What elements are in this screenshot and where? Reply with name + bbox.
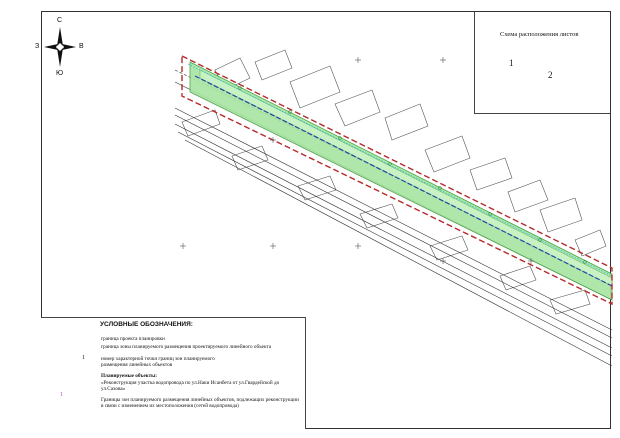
inset-title: Схема расположения листов	[500, 31, 579, 38]
legend-title: УСЛОВНЫЕ ОБОЗНАЧЕНИЯ:	[100, 321, 193, 328]
drawing-frame	[41, 11, 611, 429]
compass-west: З	[35, 43, 40, 50]
compass-rose	[44, 27, 76, 67]
sheet-layout-inset	[474, 12, 610, 114]
building-outlines	[181, 49, 607, 315]
legend-panel	[41, 317, 306, 429]
compass-north: С	[57, 17, 63, 24]
compass-south: Ю	[56, 70, 64, 77]
planning-boundary	[181, 54, 613, 306]
water-main-line	[194, 75, 613, 287]
legend-item-water-main: «Реконструкция участка водопровода по ул…	[101, 380, 280, 393]
legend-item-zone: граница зоны планируемого размещения про…	[101, 344, 272, 350]
survey-marks	[238, 86, 587, 264]
compass-east: В	[79, 43, 84, 50]
legend-heading-planned: Планируемые объекты:	[101, 373, 157, 379]
grid-crosses	[180, 57, 534, 264]
inset-sheet-1-label: 1	[509, 58, 514, 68]
legend-item-relocation: Границы зон планируемого размещения лине…	[101, 397, 299, 410]
relocation-zone-border	[187, 63, 613, 277]
legend-point-number: 1	[82, 355, 85, 361]
inset-sheet-2-label: 2	[548, 70, 553, 80]
legend-relocation-number: 1	[60, 392, 63, 398]
legend-item-planning-border: граница проекта планировки	[101, 336, 165, 342]
legend-item-point: номер характерной точки границ зон плани…	[101, 356, 215, 369]
